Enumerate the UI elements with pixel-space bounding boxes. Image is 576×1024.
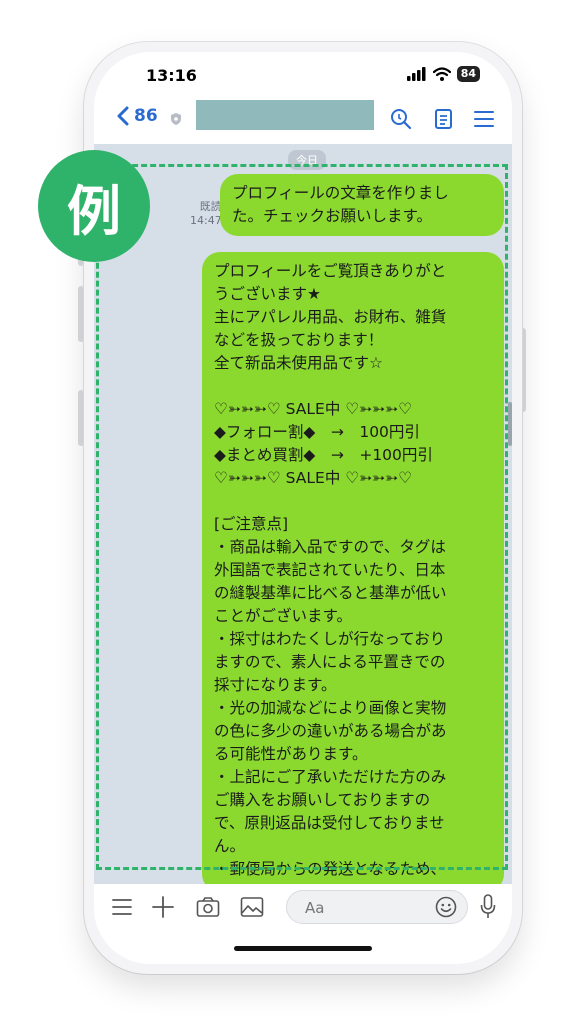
search-icon[interactable] <box>390 108 412 130</box>
message-line: る可能性があります。 <box>214 745 368 763</box>
message-meta: 既読 14:47 <box>190 200 222 228</box>
volume-down-button <box>78 286 84 342</box>
chat-bubble-outgoing[interactable]: プロフィールをご覧頂きありがとうございます★ 主にアパレル用品、お財布、雑貨などを… <box>202 252 504 892</box>
message-line: ・上記にご了承いただけた方のみ <box>214 768 447 786</box>
message-line: ご購入をお願いしておりますの <box>214 791 431 809</box>
plus-icon[interactable] <box>152 896 174 918</box>
back-count: 86 <box>134 106 158 126</box>
message-input-field[interactable] <box>286 890 468 924</box>
image-icon[interactable] <box>240 896 264 918</box>
message-line: 主にアパレル用品、お財布、雑貨 <box>214 308 447 326</box>
message-line: ことがございます。 <box>214 607 352 625</box>
back-button[interactable]: 86 <box>116 106 158 126</box>
shield-icon <box>171 113 181 125</box>
highlight-frame <box>96 164 508 870</box>
message-line: ・商品は輸入品ですので、タグは <box>214 538 446 556</box>
chat-header: 86 <box>94 98 512 144</box>
message-line: ◆まとめ買割◆ → +100円引 <box>214 446 433 464</box>
microphone-icon[interactable] <box>480 894 496 920</box>
signal-icon <box>406 67 426 81</box>
silent-switch <box>78 390 84 446</box>
emoji-icon[interactable] <box>435 896 457 918</box>
status-icons: 84 <box>406 66 480 82</box>
message-line: プロフィールをご覧頂きありがと <box>214 262 447 280</box>
battery-indicator: 84 <box>456 66 480 82</box>
message-line: ますので、素人による平置きでの <box>214 653 446 671</box>
input-toolbar <box>94 884 512 930</box>
message-line: ♡➳➳➳♡ SALE中 ♡➳➳➳♡ <box>214 469 413 487</box>
notes-icon[interactable] <box>434 108 454 130</box>
chat-bubble-outgoing[interactable]: プロフィールの文章を作りまし た。チェックお願いします。 <box>220 174 504 236</box>
camera-icon[interactable] <box>196 896 220 918</box>
read-status: 既読 <box>199 200 222 213</box>
home-indicator <box>234 946 372 951</box>
power-button <box>520 328 526 412</box>
message-line: ん。 <box>214 837 246 855</box>
message-line: の縫製基準に比べると基準が低い <box>214 584 447 602</box>
contact-name-redacted <box>196 100 374 130</box>
message-line: の色に多少の違いがある場合があ <box>214 722 447 740</box>
message-line: ♡➳➳➳♡ SALE中 ♡➳➳➳♡ <box>214 400 413 418</box>
message-input[interactable] <box>303 898 427 918</box>
example-badge: 例 <box>38 150 150 262</box>
message-line: ◆フォロー割◆ → 100円引 <box>214 423 420 441</box>
message-line: ・光の加減などにより画像と実物 <box>214 699 447 717</box>
message-line: た。チェックお願いします。 <box>232 207 432 225</box>
scrollbar[interactable] <box>508 402 512 446</box>
chat-area[interactable]: 今日 既読 14:47 プロフィールの文章を作りまし た。チェックお願いします。… <box>94 144 512 892</box>
message-line: [ご注意点] <box>214 515 289 533</box>
message-line: プロフィールの文章を作りまし <box>232 184 449 202</box>
message-line: 採寸になります。 <box>214 676 337 694</box>
message-line: うございます★ <box>214 285 321 303</box>
sent-time: 14:47 <box>190 214 222 227</box>
message-line: 全て新品未使用品です☆ <box>214 354 383 372</box>
menu-icon[interactable] <box>474 108 494 130</box>
wifi-icon <box>432 67 451 81</box>
message-line: 外国語で表記されていたり、日本 <box>214 561 446 579</box>
message-line: で、原則返品は受付しておりませ <box>214 814 445 832</box>
message-line: などを扱っております！ <box>214 331 384 349</box>
status-time: 13:16 <box>146 66 197 85</box>
phone-screen: 13:16 84 86 <box>94 52 512 964</box>
chevron-left-icon <box>117 106 129 126</box>
message-line: ・採寸はわたくしが行なっており <box>214 630 446 648</box>
menu-icon[interactable] <box>112 898 132 916</box>
